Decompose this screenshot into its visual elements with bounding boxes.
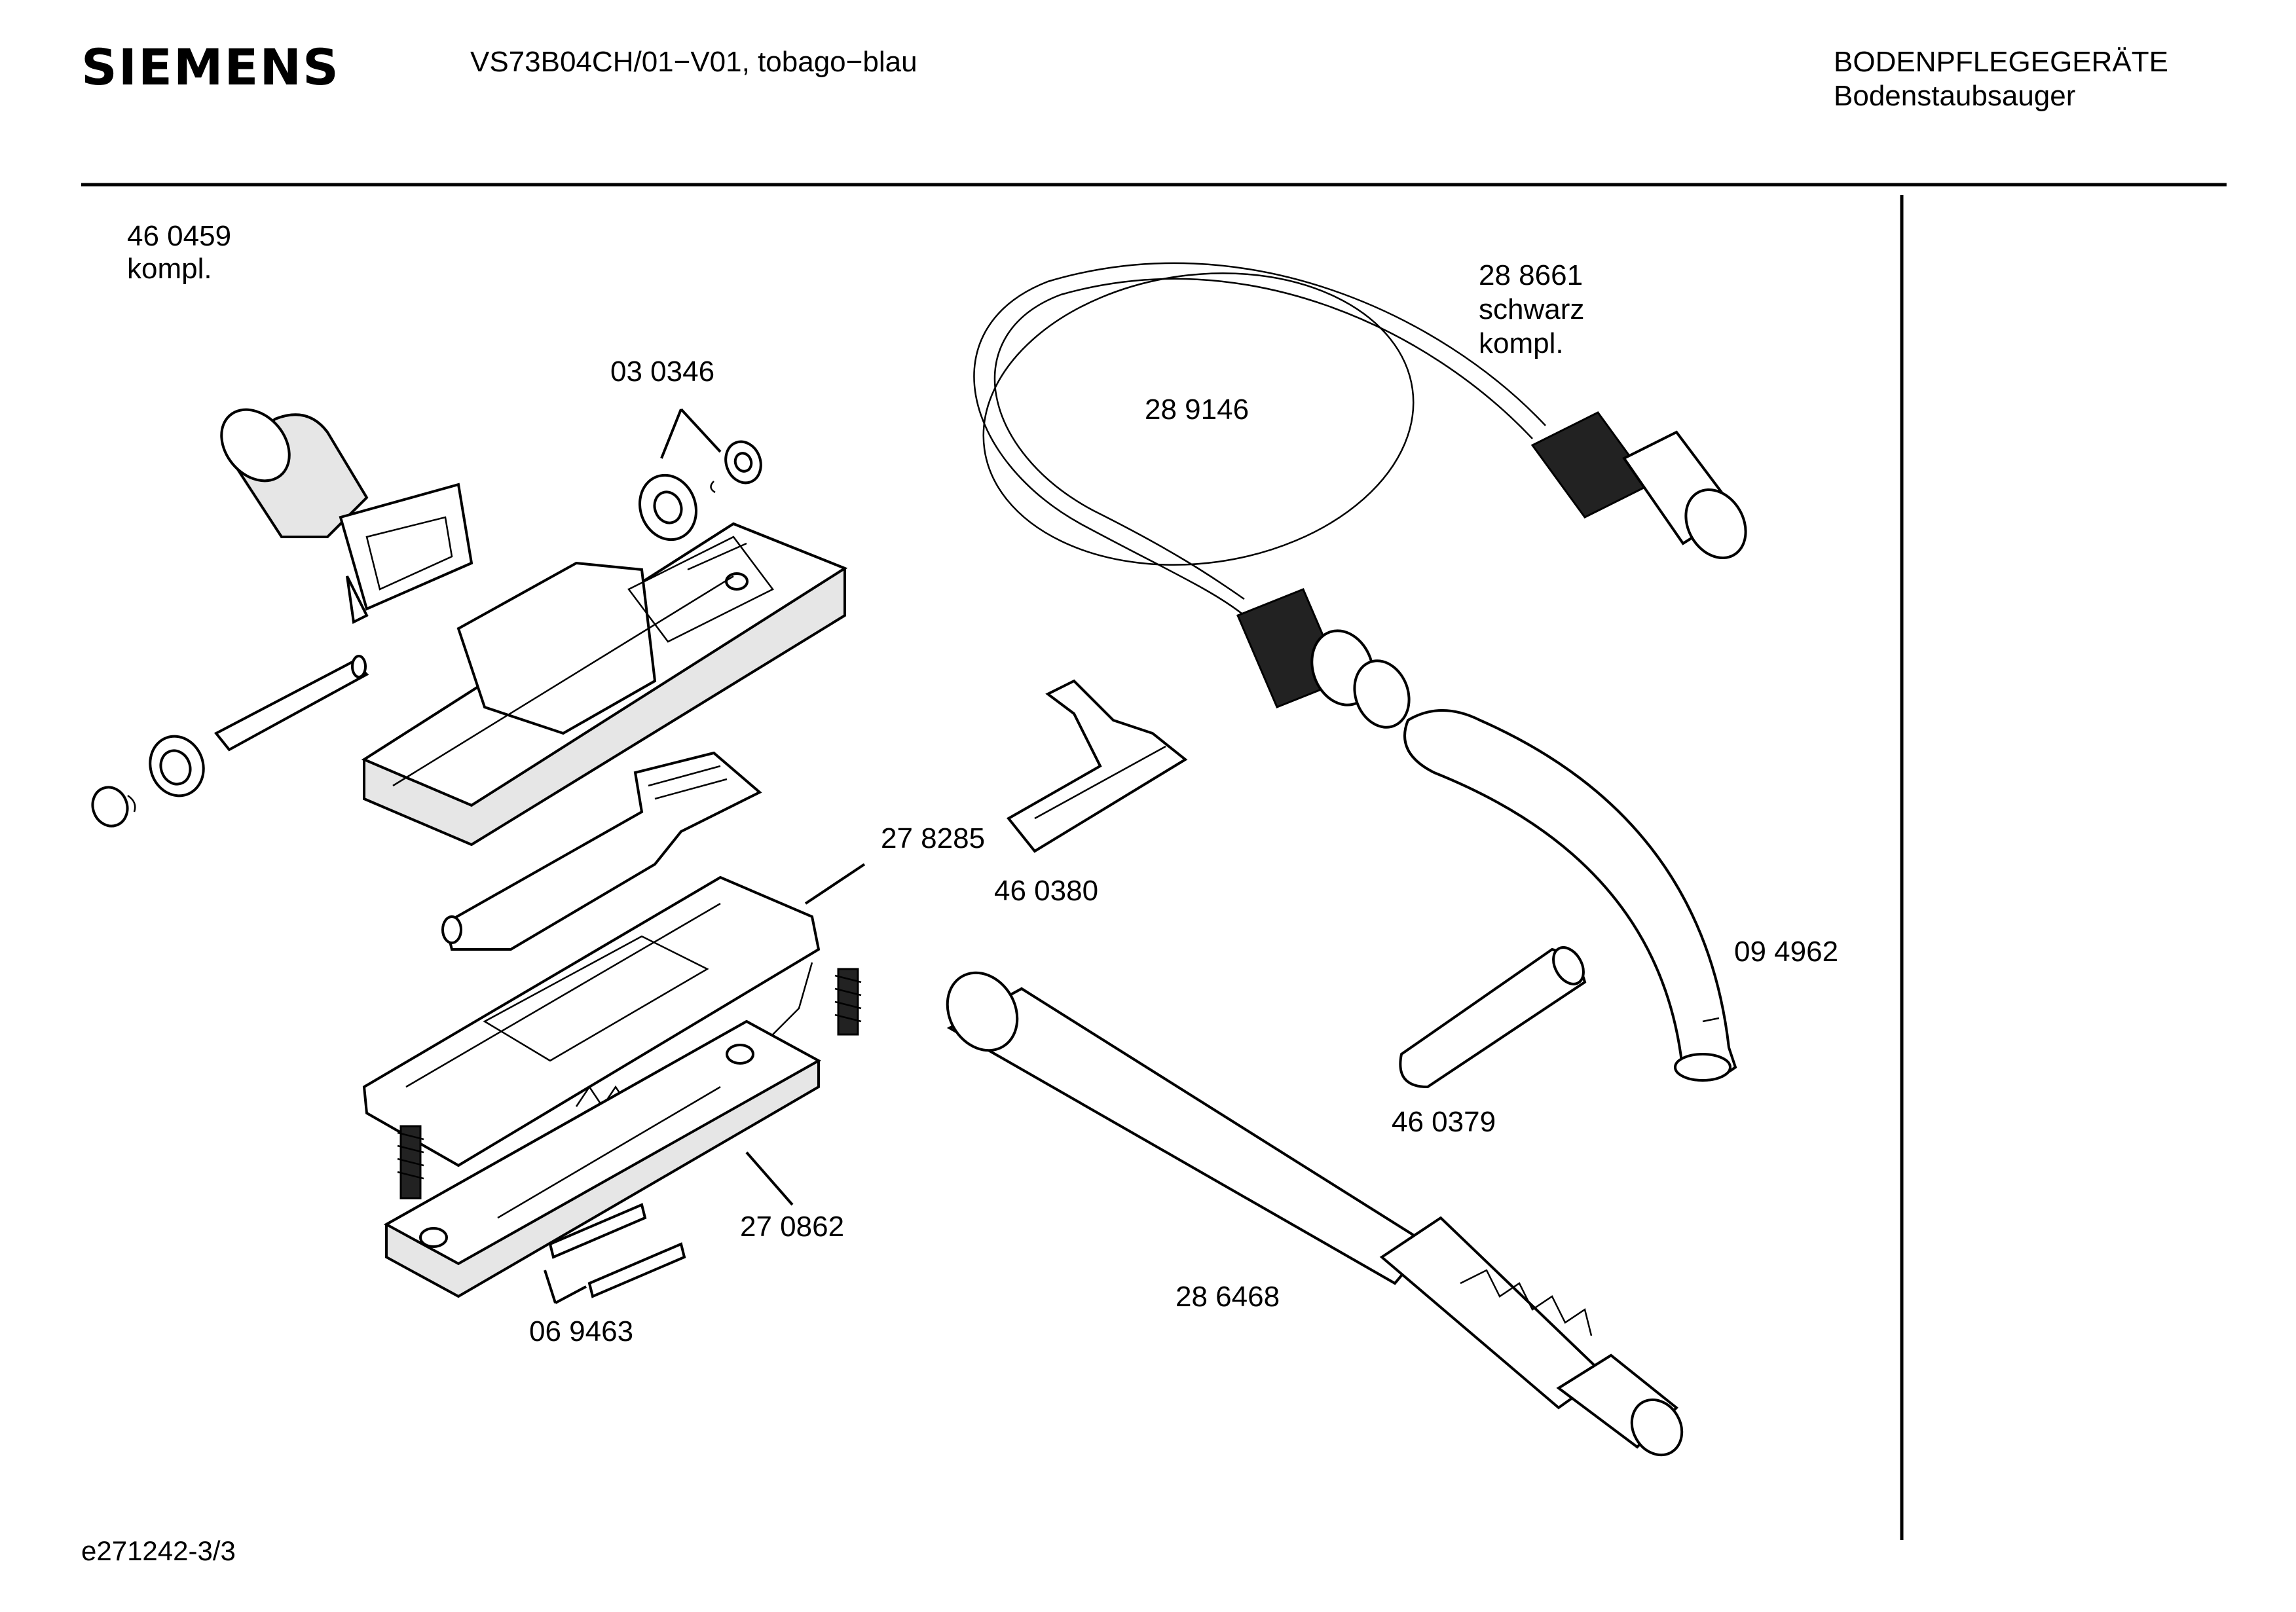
part-note-kompl-hose: kompl. xyxy=(1479,327,1564,359)
part-number-46-0459: 46 0459 xyxy=(127,220,231,252)
category-main: BODENPFLEGEGERÄTE xyxy=(1834,46,2169,78)
part-number-28-8661: 28 8661 xyxy=(1479,259,1583,291)
sole-strip-parts xyxy=(548,1203,686,1298)
upholstery-nozzle-part xyxy=(1006,679,1188,853)
part-number-28-6468: 28 6468 xyxy=(1176,1281,1280,1313)
part-number-27-8285: 27 8285 xyxy=(881,822,985,854)
crevice-nozzle-part xyxy=(1399,946,1587,1089)
category-sub: Bodenstaubsauger xyxy=(1834,80,2076,112)
leader-rollers xyxy=(660,408,722,459)
part-number-03-0346: 03 0346 xyxy=(610,356,714,388)
part-number-28-9146: 28 9146 xyxy=(1145,394,1249,426)
pedal-part xyxy=(441,751,762,951)
leader-brush-frame xyxy=(745,1151,794,1206)
model-designation: VS73B04CH/01−V01, tobago−blau xyxy=(470,46,917,78)
roller-parts xyxy=(638,440,762,541)
part-number-09-4962: 09 4962 xyxy=(1734,936,1838,968)
part-number-46-0379: 46 0379 xyxy=(1392,1106,1496,1138)
handle-tube-part xyxy=(1403,709,1737,1082)
telescope-tube-part xyxy=(946,971,1684,1457)
part-note-kompl: kompl. xyxy=(127,253,212,285)
nozzle-housing-part xyxy=(361,522,848,847)
part-color-schwarz: schwarz xyxy=(1479,293,1584,325)
part-number-27-0862: 27 0862 xyxy=(740,1211,844,1243)
axle-part xyxy=(213,655,369,752)
side-roller-parts xyxy=(91,735,205,828)
brand-logo: SIEMENS xyxy=(81,38,340,96)
spring-parts xyxy=(397,968,862,1200)
leader-pedal xyxy=(804,863,866,905)
leader-sole-strip xyxy=(544,1270,587,1304)
sole-plate-part xyxy=(383,1019,822,1298)
document-id: e271242-3/3 xyxy=(81,1535,236,1566)
part-number-46-0380: 46 0380 xyxy=(994,875,1098,907)
nozzle-neck-part xyxy=(220,408,473,625)
hose-part xyxy=(973,262,1747,729)
part-number-06-9463: 06 9463 xyxy=(529,1315,633,1347)
